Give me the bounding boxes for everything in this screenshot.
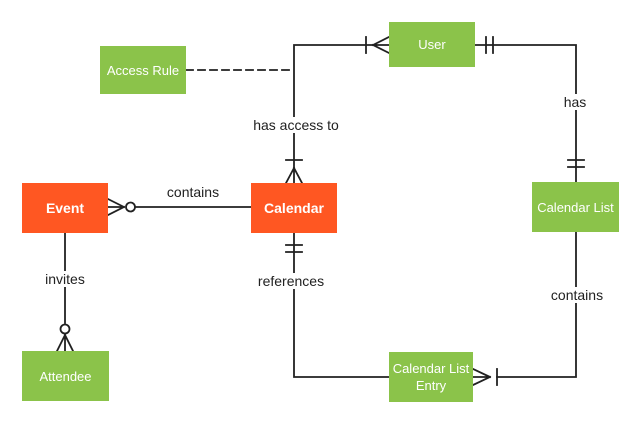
entity-user[interactable]: User	[389, 22, 475, 67]
entity-calendar-list-entry[interactable]: Calendar List Entry	[389, 352, 473, 402]
relationship-label-contains-event-calendar: contains	[162, 184, 224, 200]
cardinality-zero-or-many-attendee-icon	[55, 323, 75, 353]
entity-calendar-list[interactable]: Calendar List	[532, 182, 619, 232]
entity-calendar[interactable]: Calendar	[251, 183, 337, 233]
relationship-label-contains-calendar-list: contains	[546, 287, 608, 303]
entity-calendar-label: Calendar	[264, 199, 324, 216]
connector-calendar-user	[284, 35, 391, 185]
connector-calendar-list-entry-calendar	[285, 232, 390, 378]
cardinality-one-and-only-one-user-icon	[485, 36, 494, 54]
relationship-label-has: has	[559, 94, 591, 110]
connector-event-calendar	[106, 197, 252, 217]
cardinality-one-and-only-one-calendar-list-icon	[567, 159, 585, 168]
entity-attendee-label: Attendee	[39, 368, 92, 384]
entity-attendee[interactable]: Attendee	[22, 351, 109, 401]
entity-event[interactable]: Event	[22, 183, 108, 233]
connector-event-attendee	[55, 232, 75, 353]
relationship-label-references: references	[253, 273, 329, 289]
relationship-label-invites: invites	[41, 271, 89, 287]
entity-event-label: Event	[45, 199, 85, 216]
entity-user-label: User	[418, 37, 446, 52]
cardinality-one-or-many-calendar-icon	[284, 159, 304, 185]
entity-access-rule-label: Access Rule	[106, 62, 180, 78]
cardinality-one-and-only-one-calendar-icon	[285, 244, 303, 253]
cardinality-zero-or-many-event-icon	[106, 197, 136, 217]
relationship-label-has-access-to: has access to	[249, 117, 343, 133]
entity-calendar-list-label: Calendar List	[537, 199, 614, 215]
cardinality-one-or-many-calendar-list-entry-icon	[471, 367, 498, 387]
entity-access-rule[interactable]: Access Rule	[100, 46, 186, 94]
entity-calendar-list-entry-label: Calendar List Entry	[392, 361, 470, 393]
cardinality-one-or-many-user-icon	[365, 35, 391, 55]
